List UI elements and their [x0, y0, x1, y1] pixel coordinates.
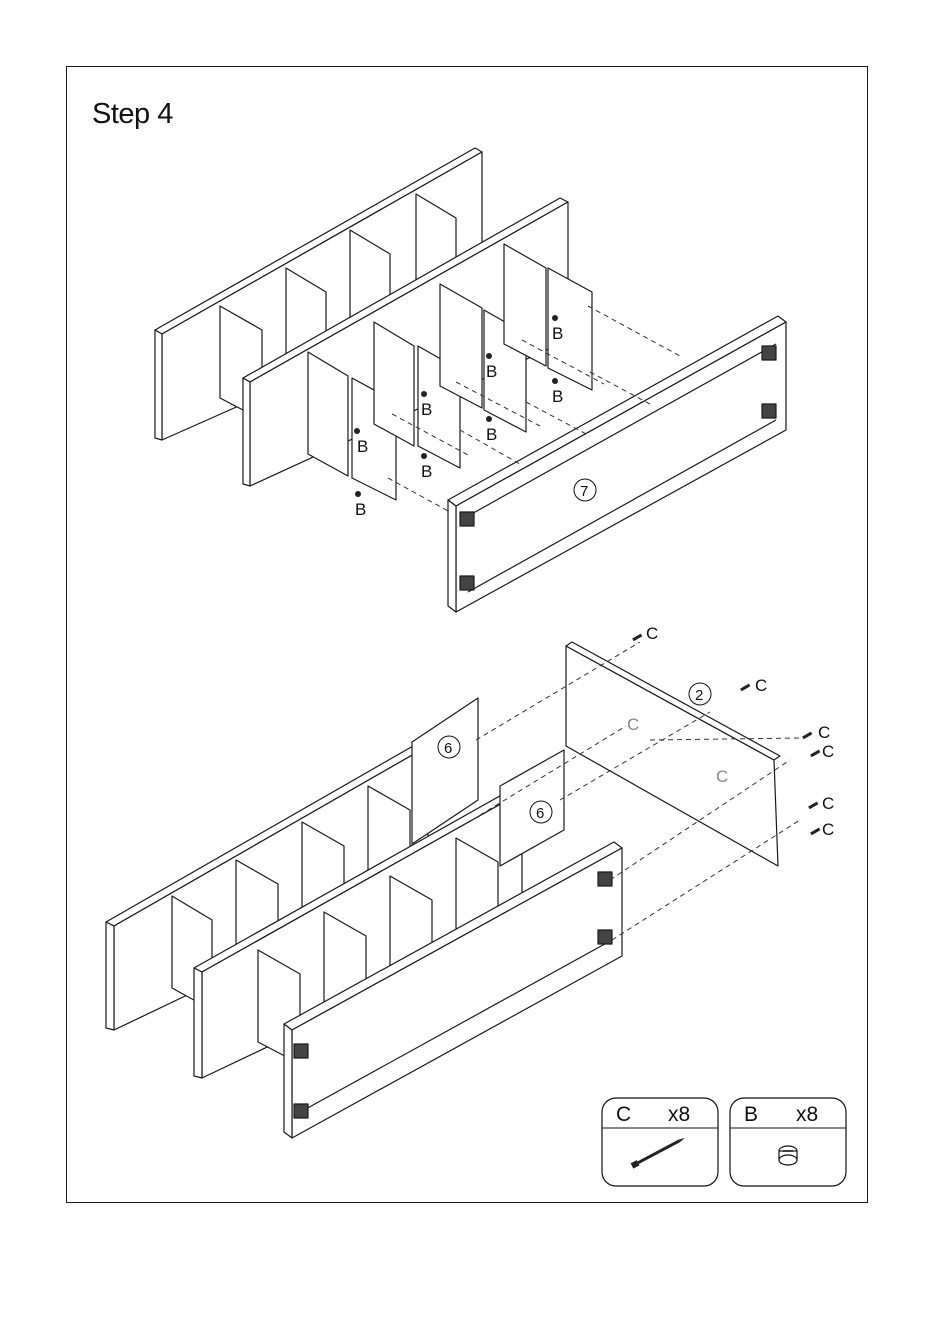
svg-text:C: C — [716, 767, 728, 786]
svg-text:2: 2 — [695, 687, 703, 704]
svg-text:C: C — [755, 676, 767, 695]
svg-text:B: B — [552, 324, 563, 343]
svg-text:B: B — [355, 500, 366, 519]
svg-text:6: 6 — [536, 805, 544, 822]
legend-qty-c: x8 — [668, 1103, 690, 1126]
cam-lock-icon — [779, 1146, 797, 1165]
svg-text:C: C — [646, 624, 658, 643]
legend-letter-c: C — [616, 1103, 631, 1126]
svg-text:C: C — [822, 820, 834, 839]
svg-text:C: C — [818, 723, 830, 742]
legend-letter-b: B — [744, 1103, 758, 1126]
part-number-6-right: 6 — [530, 801, 552, 823]
part-number-7: 7 — [574, 479, 596, 501]
part-number-2: 2 — [689, 683, 711, 705]
svg-text:C: C — [627, 715, 639, 734]
svg-text:B: B — [552, 387, 563, 406]
top-panel-2 — [566, 642, 780, 866]
hardware-legend-cam-lock: B x8 — [730, 1098, 846, 1186]
svg-text:B: B — [421, 400, 432, 419]
svg-text:B: B — [421, 462, 432, 481]
svg-text:C: C — [822, 742, 834, 761]
hardware-legend-screw: C x8 — [602, 1098, 718, 1186]
svg-text:B: B — [486, 425, 497, 444]
svg-text:B: B — [357, 437, 368, 456]
part-number-6-left: 6 — [438, 736, 460, 758]
legend-qty-b: x8 — [796, 1103, 818, 1126]
svg-text:7: 7 — [580, 483, 588, 500]
svg-text:6: 6 — [444, 740, 452, 757]
svg-text:C: C — [822, 794, 834, 813]
svg-text:B: B — [486, 362, 497, 381]
